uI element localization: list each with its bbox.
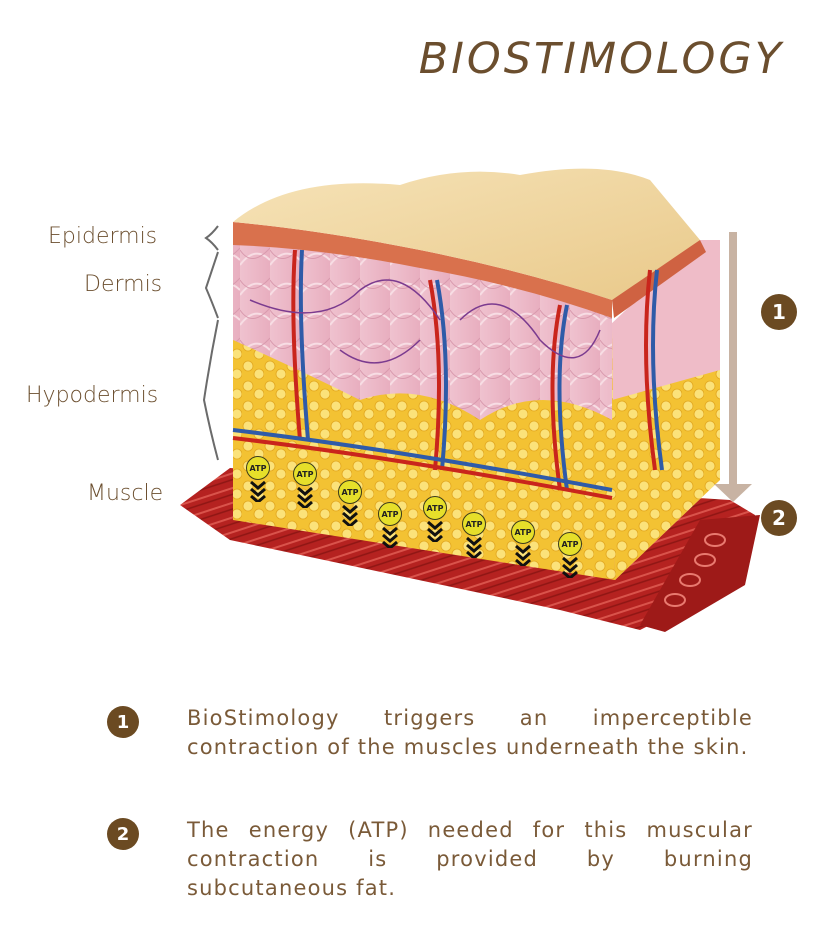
skin-cross-section-diagram: [180, 168, 760, 632]
marker-1: 1: [761, 294, 797, 330]
chevron-down-icon: [423, 520, 447, 547]
downward-arrow: [714, 232, 752, 502]
atp-badge: ATP: [378, 502, 402, 550]
atp-label: ATP: [246, 456, 270, 480]
atp-label: ATP: [558, 532, 582, 556]
atp-label: ATP: [338, 480, 362, 504]
atp-label: ATP: [293, 462, 317, 486]
chevron-down-icon: [558, 556, 582, 583]
legend-text-1: BioStimology triggers an imperceptible c…: [187, 706, 753, 759]
atp-badge: ATP: [293, 462, 317, 510]
page-title: BIOSTIMOLOGY: [418, 34, 784, 84]
chevron-down-icon: [462, 536, 486, 563]
chevron-down-icon: [511, 544, 535, 571]
atp-badge: ATP: [423, 496, 447, 544]
marker-2: 2: [761, 500, 797, 536]
chevron-down-icon: [338, 504, 362, 531]
legend-marker-1: 1: [107, 706, 139, 738]
muscle-label: Muscle: [87, 481, 164, 506]
atp-label: ATP: [511, 520, 535, 544]
chevron-down-icon: [293, 486, 317, 513]
atp-label: ATP: [378, 502, 402, 526]
atp-badge: ATP: [558, 532, 582, 580]
epidermis-label: Epidermis: [48, 224, 158, 249]
atp-badge: ATP: [511, 520, 535, 568]
atp-badge: ATP: [338, 480, 362, 528]
legend-marker-2: 2: [107, 818, 139, 850]
chevron-down-icon: [378, 526, 402, 553]
atp-badge: ATP: [462, 512, 486, 560]
hypodermis-label: Hypodermis: [26, 383, 159, 408]
legend-text-2: The energy (ATP) needed for this muscula…: [187, 818, 753, 900]
atp-label: ATP: [423, 496, 447, 520]
atp-badge: ATP: [246, 456, 270, 504]
dermis-label: Dermis: [84, 272, 163, 297]
chevron-down-icon: [246, 480, 270, 507]
atp-label: ATP: [462, 512, 486, 536]
